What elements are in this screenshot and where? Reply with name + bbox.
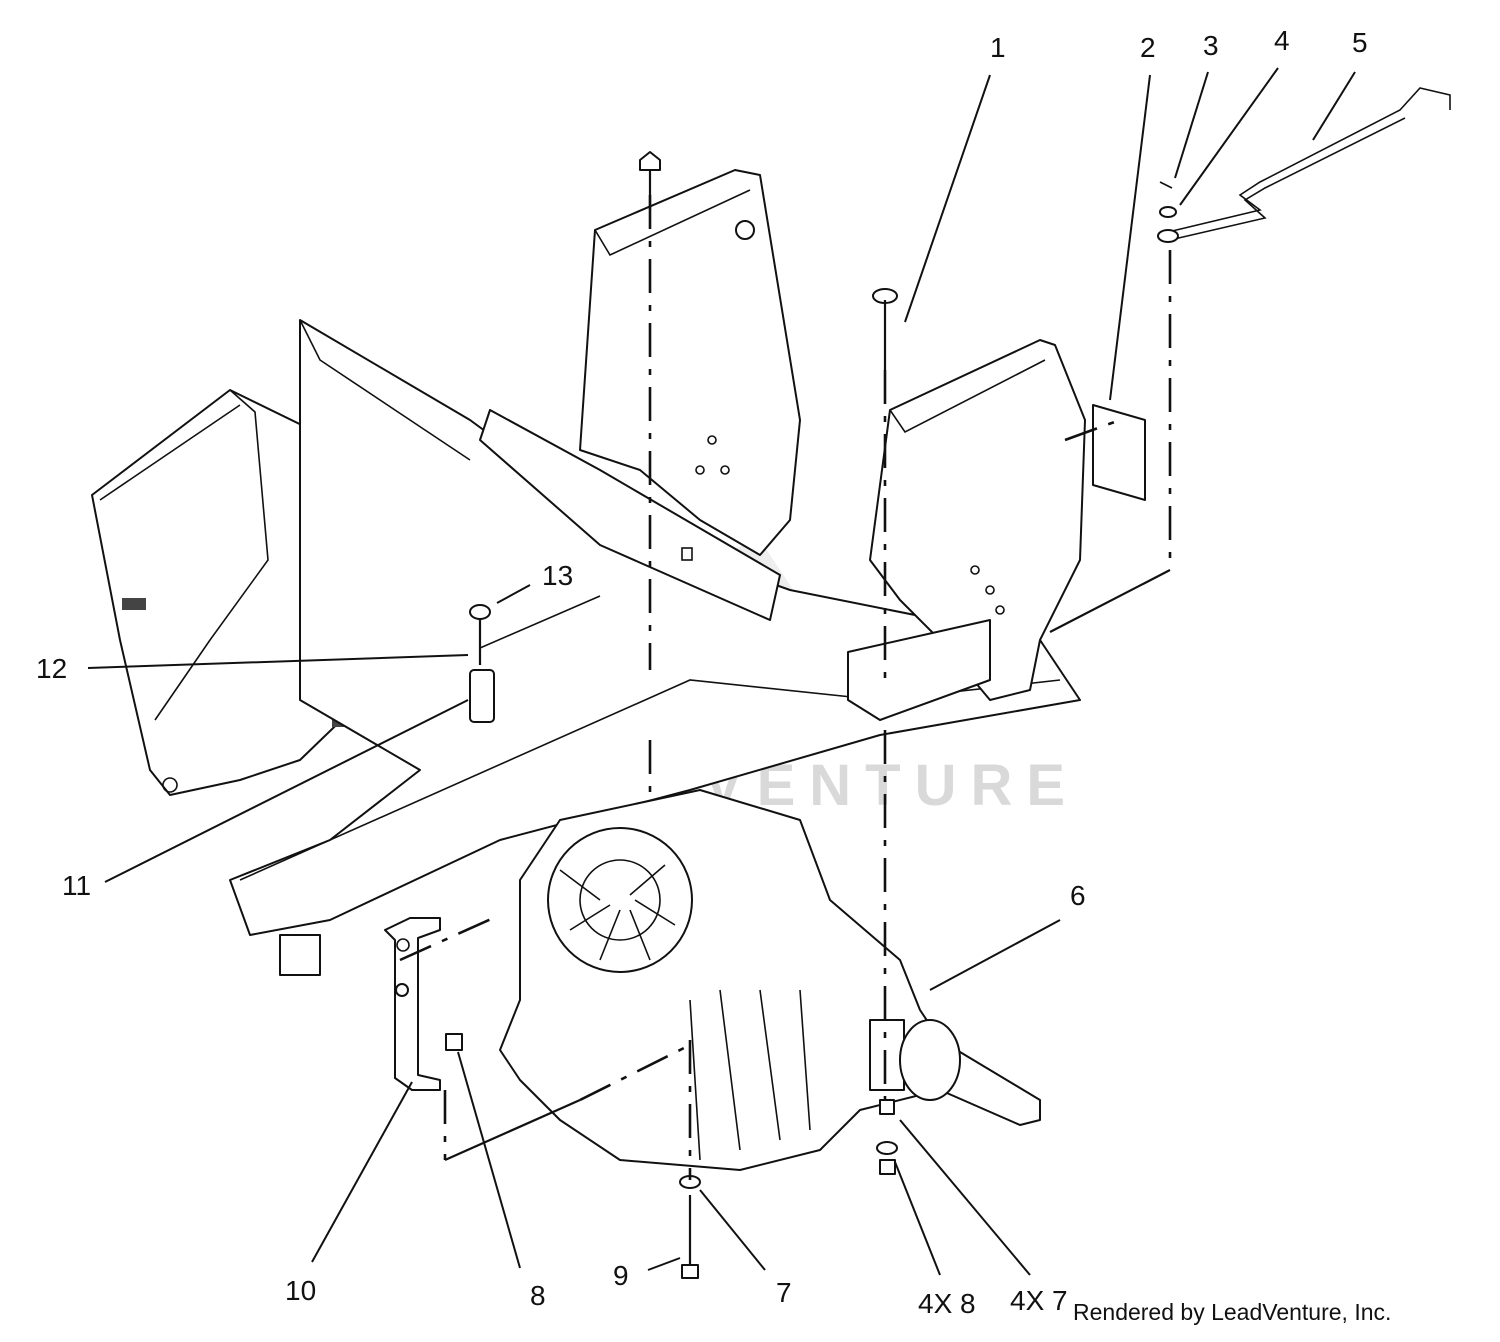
callout-11: 11 — [62, 870, 91, 901]
callout-4: 4 — [1274, 25, 1290, 56]
callout-3: 3 — [1203, 30, 1219, 61]
right-upright-bracket — [847, 339, 1086, 721]
control-rod-part — [1157, 87, 1451, 243]
cross-brace — [479, 409, 781, 621]
fasteners — [469, 151, 898, 1279]
decal-part — [1092, 404, 1146, 501]
callout-7: 7 — [776, 1277, 792, 1308]
transaxle-part — [499, 789, 1041, 1171]
callout-2: 2 — [1140, 32, 1156, 63]
callout-10: 10 — [285, 1275, 316, 1306]
leader-lines — [87, 67, 1356, 1276]
seat-support-bracket — [579, 169, 801, 556]
callout-13: 13 — [542, 560, 573, 591]
callout-12: 12 — [36, 653, 67, 684]
callout-5: 5 — [1352, 27, 1368, 58]
callout-6: 6 — [1070, 880, 1086, 911]
callout-labels: 1 2 3 4 5 6 7 8 9 10 11 12 13 4X 8 4X 7 — [36, 25, 1368, 1319]
support-bracket-part — [384, 917, 463, 1091]
callout-9: 9 — [613, 1260, 629, 1291]
callout-4x8: 4X 8 — [918, 1288, 976, 1319]
render-credit: Rendered by LeadVenture, Inc. — [1073, 1299, 1391, 1325]
callout-4x7: 4X 7 — [1010, 1285, 1068, 1316]
callout-1: 1 — [990, 32, 1006, 63]
center-lines — [399, 195, 1172, 1180]
callout-8: 8 — [530, 1280, 546, 1311]
